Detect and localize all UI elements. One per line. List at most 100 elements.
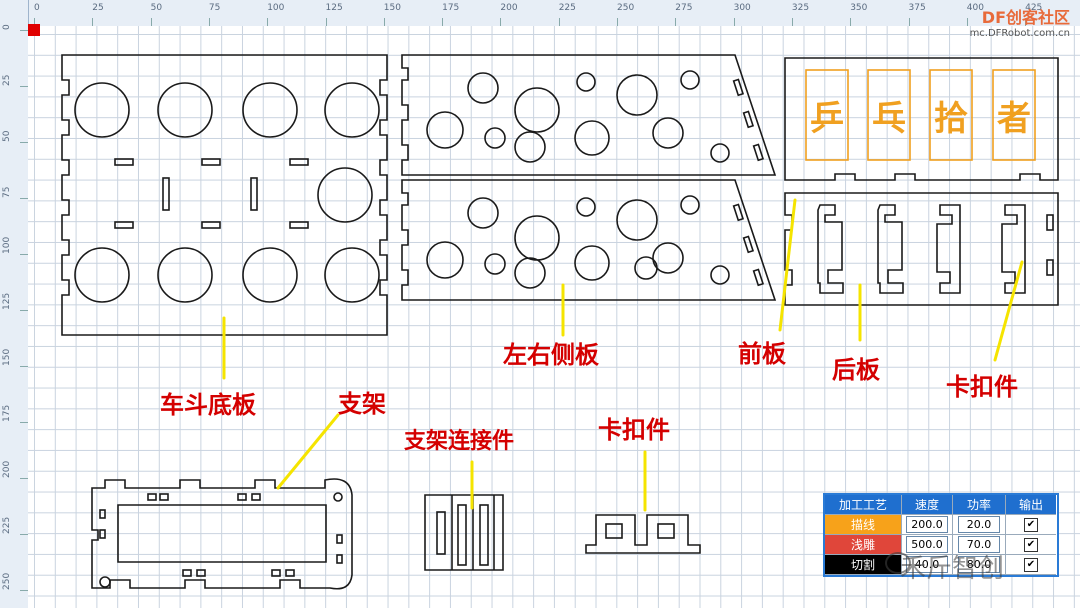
origin-marker (28, 24, 40, 36)
bracket-part[interactable] (91, 478, 353, 590)
watermark-url: mc.DFRobot.com.cn (969, 28, 1070, 39)
ruler-tick (267, 18, 269, 26)
ruler-tick-label: 250 (617, 3, 635, 13)
ruler-tick (20, 86, 28, 87)
ruler-tick (20, 142, 28, 143)
bed-floor-outline (61, 54, 388, 336)
ruler-tick-label: 125 (2, 292, 12, 310)
ruler-tick (500, 18, 502, 26)
engrave-char-4: 者 (997, 99, 1031, 139)
ruler-tick (617, 18, 618, 26)
front-panel[interactable]: 乒 乓 拾 者 (784, 57, 1059, 181)
ruler-tick (20, 366, 28, 367)
speed-field[interactable]: 200.0 (906, 516, 948, 533)
bed-floor-part[interactable] (61, 54, 388, 336)
ruler-tick-label: 400 (966, 3, 984, 13)
ruler-tick (20, 422, 28, 423)
ruler-tick (558, 18, 560, 26)
ruler-tick-label: 375 (908, 3, 926, 13)
ruler-tick-label: 275 (675, 3, 693, 13)
ruler-tick-label: 100 (267, 3, 285, 13)
speed-field[interactable]: 500.0 (906, 536, 948, 553)
output-checkbox[interactable]: ✔ (1024, 537, 1038, 552)
ruler-tick (34, 18, 35, 26)
ruler-tick-label: 200 (2, 460, 12, 478)
vertical-ruler[interactable]: 0 25 50 75 100 125 150 175 200 225 250 (0, 0, 29, 608)
back-panel[interactable] (784, 192, 1059, 306)
header-process: 加工工艺 (825, 495, 902, 515)
author-watermark: 禾斤智创 (900, 554, 1005, 584)
ruler-tick-label: 150 (2, 348, 12, 366)
callout-bracket-connector: 支架连接件 (404, 428, 514, 454)
engrave-char-1: 乒 (810, 99, 844, 139)
site-watermark: DF创客社区 mc.DFRobot.com.cn (970, 4, 1070, 39)
ruler-tick-label: 300 (733, 3, 751, 13)
ruler-tick (675, 18, 677, 26)
side-panel-top[interactable] (401, 54, 777, 176)
ruler-tick-label: 0 (34, 3, 40, 13)
ruler-tick (20, 198, 28, 199)
clip-part-bottom[interactable] (585, 514, 701, 554)
ruler-tick-label: 200 (500, 3, 518, 13)
output-checkbox[interactable]: ✔ (1024, 557, 1038, 572)
process-name: 描线 (825, 515, 902, 535)
ruler-tick (20, 534, 28, 535)
header-output: 输出 (1006, 495, 1056, 515)
ruler-tick-label: 175 (2, 404, 12, 422)
ruler-tick-label: 50 (2, 130, 12, 142)
ruler-tick (20, 30, 28, 31)
ruler-tick (325, 18, 327, 26)
watermark-brand: DF创客社区 (981, 8, 1070, 27)
ruler-tick-label: 75 (208, 3, 221, 13)
ruler-tick-label: 75 (2, 186, 12, 198)
power-field[interactable]: 20.0 (958, 516, 1000, 533)
ruler-tick (1025, 18, 1027, 26)
ruler-tick (150, 18, 152, 26)
ruler-tick-label: 350 (850, 3, 868, 13)
power-field[interactable]: 80.0 (958, 556, 1000, 573)
ruler-tick-label: 325 (791, 3, 810, 13)
ruler-tick-label: 250 (2, 572, 12, 590)
output-checkbox[interactable]: ✔ (1024, 517, 1038, 532)
ruler-tick-label: 100 (2, 236, 12, 254)
table-header-row: 加工工艺 速度 功率 输出 (825, 495, 1057, 515)
callout-bracket: 支架 (338, 390, 386, 418)
ruler-tick (791, 18, 793, 26)
ruler-tick-label: 25 (92, 3, 104, 13)
ruler-tick-label: 425 (1025, 3, 1043, 13)
drawing-svg: 乒 乓 拾 者 (61, 54, 1059, 590)
ruler-tick (383, 18, 385, 26)
ruler-tick (20, 254, 28, 255)
callout-side-panels: 左右侧板 (503, 341, 600, 369)
process-name: 切割 (825, 555, 902, 575)
ruler-tick (20, 590, 28, 591)
table-row[interactable]: 描线 200.0 20.0 ✔ (825, 515, 1057, 535)
callout-front-panel: 前板 (738, 340, 787, 368)
callout-clip-parts-bottom: 卡扣件 (598, 416, 670, 444)
ruler-tick-label: 225 (558, 3, 576, 13)
engrave-char-2: 乓 (872, 99, 906, 139)
ruler-tick (208, 18, 210, 26)
bracket-connector-part[interactable] (424, 494, 504, 571)
ruler-tick (966, 18, 968, 26)
ruler-tick (92, 18, 94, 26)
callout-clip-parts-right: 卡扣件 (946, 373, 1018, 401)
power-field[interactable]: 70.0 (958, 536, 1000, 553)
ruler-tick-label: 225 (2, 516, 12, 534)
header-power: 功率 (953, 495, 1006, 515)
table-row[interactable]: 切割 40.0 80.0 ✔ (825, 555, 1057, 575)
side-panel-bottom[interactable] (401, 179, 777, 301)
ruler-tick-label: 0 (2, 24, 12, 30)
engrave-char-3: 拾 (934, 99, 968, 139)
wechat-icon (885, 552, 911, 574)
ruler-tick (733, 18, 735, 26)
table-row[interactable]: 浅雕 500.0 70.0 ✔ (825, 535, 1057, 555)
ruler-tick-label: 50 (150, 3, 163, 13)
ruler-tick-label: 25 (2, 74, 12, 86)
process-settings-table: 加工工艺 速度 功率 输出 描线 200.0 20.0 ✔ 浅雕 500.0 7… (823, 493, 1059, 577)
callout-bed-floor: 车斗底板 (160, 391, 257, 419)
ruler-tick (20, 478, 28, 479)
ruler-tick (442, 18, 444, 26)
